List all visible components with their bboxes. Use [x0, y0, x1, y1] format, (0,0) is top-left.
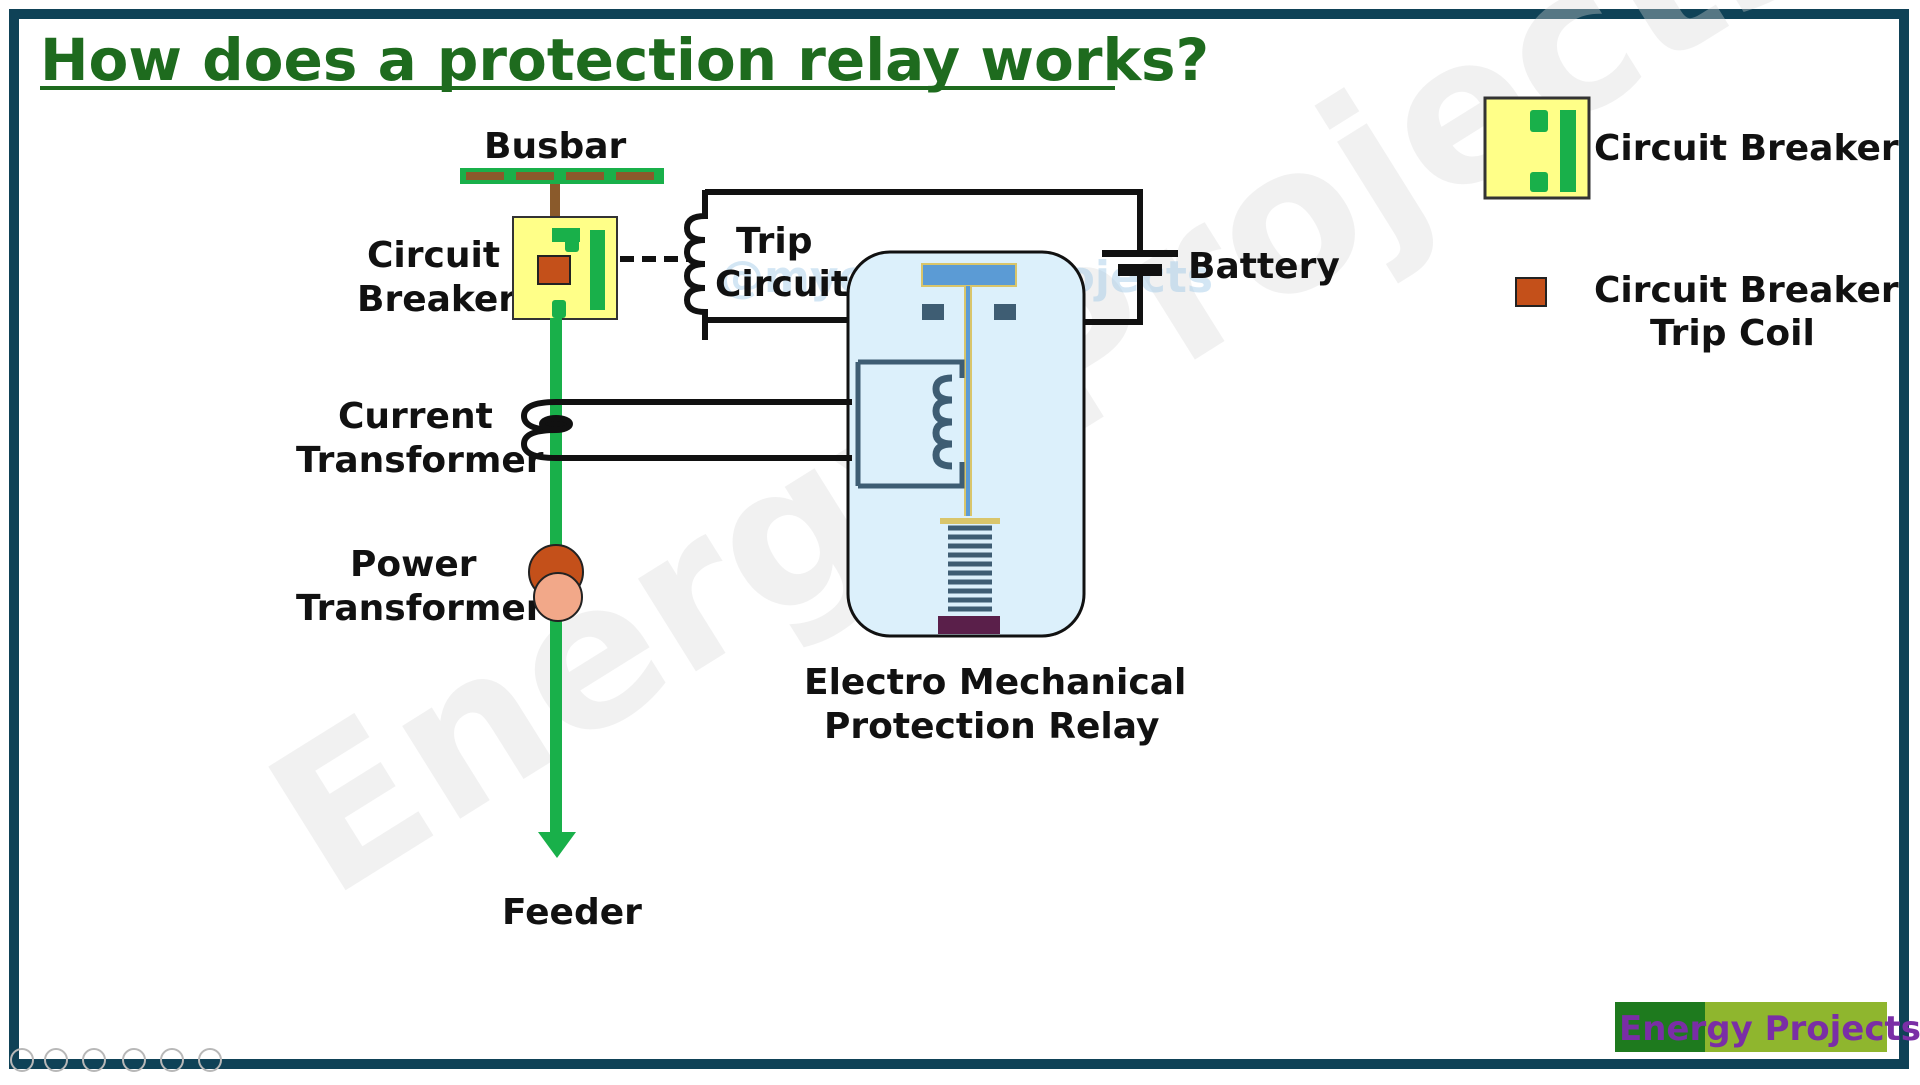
zoom-icon[interactable]: [160, 1048, 184, 1072]
relay-armature: [921, 263, 1017, 287]
busbar-label: Busbar: [484, 126, 627, 167]
current-transformer: [520, 399, 852, 461]
slides-grid-icon[interactable]: [122, 1048, 146, 1072]
current-transformer-label-line2: Transformer: [296, 440, 544, 481]
trip-circuit-label-line1: Trip: [736, 221, 812, 262]
feeder-arrow-icon: [538, 832, 576, 858]
battery-icon: [1102, 250, 1178, 276]
more-options-icon[interactable]: [198, 1048, 222, 1072]
relay-coil-icon: [932, 374, 953, 470]
protection-relay: [846, 250, 1086, 638]
feeder-label: Feeder: [502, 892, 642, 933]
battery-label: Battery: [1188, 246, 1340, 287]
circuit-breaker-label-line1: Circuit: [367, 235, 500, 276]
power-transformer-icon: [528, 544, 584, 622]
legend-trip-coil-label-line2: Trip Coil: [1650, 313, 1815, 354]
circuit-breaker-label-line2: Breaker: [357, 279, 516, 320]
prev-slide-icon[interactable]: [10, 1048, 34, 1072]
brand-badge: Energy Projects: [1615, 1002, 1920, 1052]
power-transformer-label-line1: Power: [350, 544, 477, 585]
legend-trip-coil-icon: [1515, 277, 1547, 307]
current-transformer-label-line1: Current: [338, 396, 493, 437]
relay-label-line1: Electro Mechanical: [804, 662, 1186, 703]
legend-trip-coil-label-line1: Circuit Breaker: [1594, 270, 1899, 311]
circuit-breaker: [512, 216, 618, 320]
legend-circuit-breaker-label: Circuit Breaker: [1594, 128, 1899, 169]
pen-icon[interactable]: [82, 1048, 106, 1072]
presentation-controls[interactable]: [10, 1048, 222, 1072]
relay-contact-right: [994, 304, 1016, 320]
trip-circuit-coil: [683, 190, 708, 340]
relay-label-line2: Protection Relay: [824, 706, 1159, 747]
relay-base: [938, 616, 1000, 634]
relay-spring-icon: [948, 525, 992, 612]
trip-circuit-wire: [705, 189, 1143, 325]
trip-coil-square: [537, 255, 571, 285]
power-transformer-label-line2: Transformer: [296, 588, 544, 629]
busbar: [460, 168, 664, 184]
relay-contact-left: [922, 304, 944, 320]
next-slide-icon[interactable]: [44, 1048, 68, 1072]
page-title: How does a protection relay works?: [40, 26, 1209, 94]
trip-circuit-label-line2: Circuit: [715, 264, 848, 305]
legend-circuit-breaker-icon: [1483, 96, 1591, 200]
brand-label: Energy Projects: [1619, 1009, 1920, 1049]
busbar-drop: [550, 184, 560, 228]
